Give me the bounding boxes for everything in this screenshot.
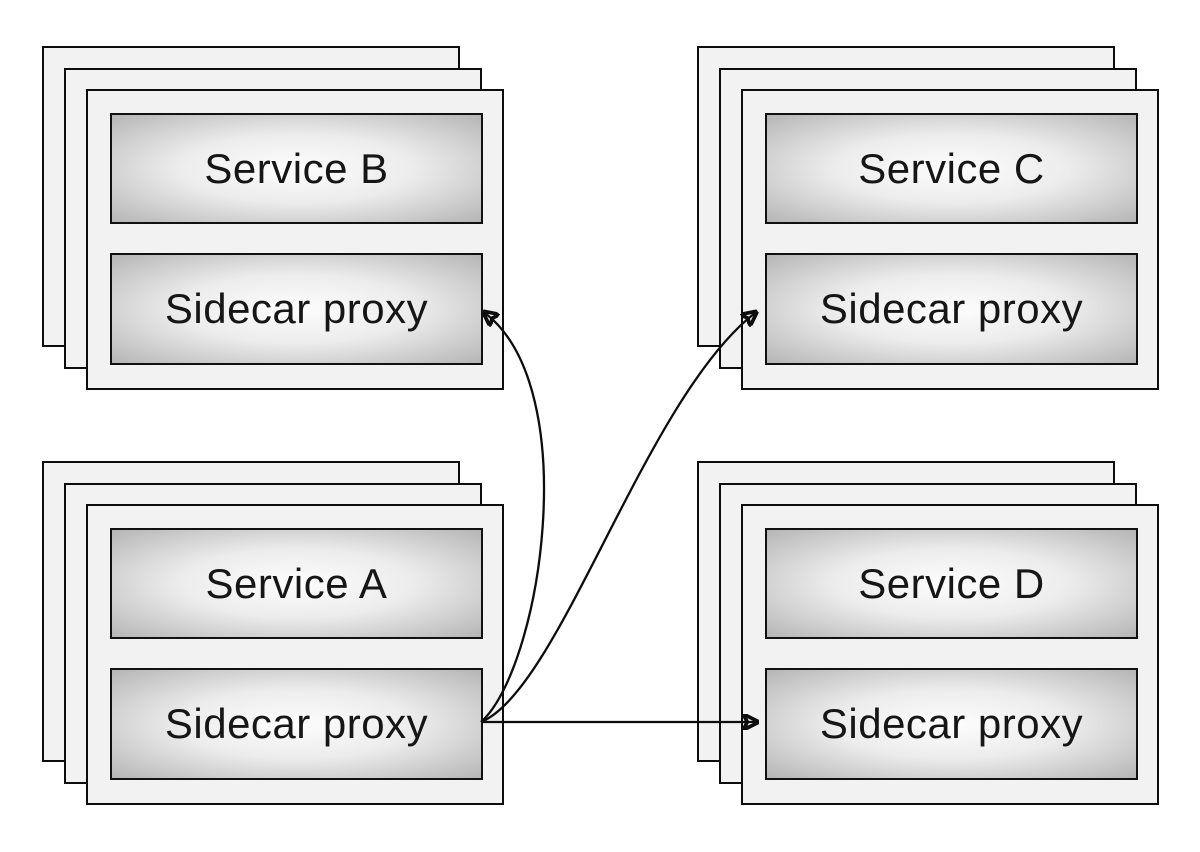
service-c-instance-card-front: Service C Sidecar proxy bbox=[741, 89, 1159, 390]
service-a-box: Service A bbox=[110, 528, 483, 639]
service-c-box: Service C bbox=[765, 113, 1138, 224]
service-b-label: Service B bbox=[204, 144, 389, 192]
service-c-sidecar-proxy-label: Sidecar proxy bbox=[819, 285, 1084, 332]
service-a-sidecar-proxy-label: Sidecar proxy bbox=[164, 700, 429, 747]
service-d-sidecar-proxy-box: Sidecar proxy bbox=[765, 668, 1138, 780]
service-a-sidecar-proxy-box: Sidecar proxy bbox=[110, 668, 483, 780]
service-a-instance-card-front: Service A Sidecar proxy bbox=[86, 504, 504, 805]
service-d-box: Service D bbox=[765, 528, 1138, 639]
service-a-group: Service A Sidecar proxy bbox=[42, 461, 504, 805]
service-c-group: Service C Sidecar proxy bbox=[697, 46, 1159, 390]
service-b-sidecar-proxy-box: Sidecar proxy bbox=[110, 253, 483, 365]
service-c-label: Service C bbox=[858, 144, 1045, 192]
service-c-sidecar-proxy-box: Sidecar proxy bbox=[765, 253, 1138, 365]
service-d-sidecar-proxy-label: Sidecar proxy bbox=[819, 700, 1084, 747]
service-b-instance-card-front: Service B Sidecar proxy bbox=[86, 89, 504, 390]
service-d-label: Service D bbox=[858, 559, 1045, 607]
service-b-box: Service B bbox=[110, 113, 483, 224]
service-d-group: Service D Sidecar proxy bbox=[697, 461, 1159, 805]
service-d-instance-card-front: Service D Sidecar proxy bbox=[741, 504, 1159, 805]
service-b-group: Service B Sidecar proxy bbox=[42, 46, 504, 390]
service-a-label: Service A bbox=[205, 559, 388, 607]
service-b-sidecar-proxy-label: Sidecar proxy bbox=[164, 285, 429, 332]
